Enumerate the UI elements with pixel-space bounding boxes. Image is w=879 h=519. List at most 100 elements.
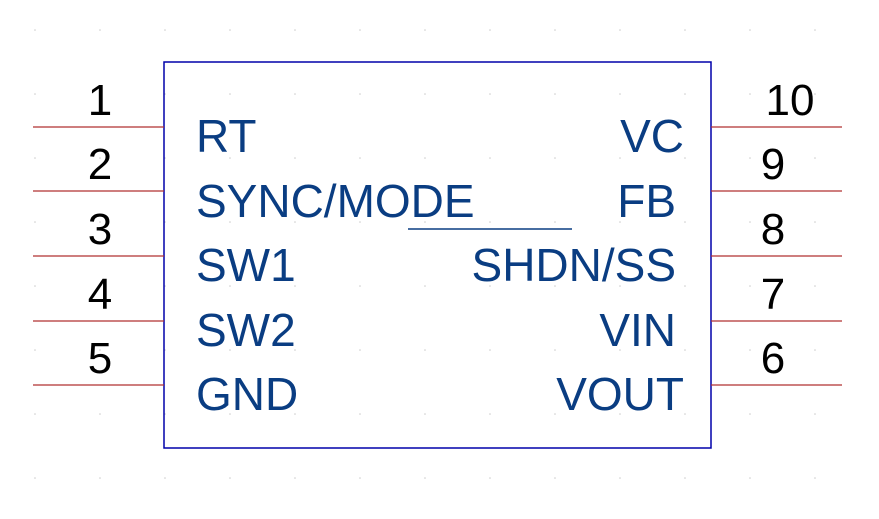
grid-dot xyxy=(359,477,361,479)
grid-dot xyxy=(814,413,816,415)
grid-dot xyxy=(749,157,751,159)
grid-dot xyxy=(99,285,101,287)
grid-dot xyxy=(749,29,751,31)
pin-3-number: 3 xyxy=(88,205,112,254)
grid-dot xyxy=(554,413,556,415)
grid-dot xyxy=(684,157,686,159)
grid-dot xyxy=(554,157,556,159)
grid-dot xyxy=(34,477,36,479)
grid-dot xyxy=(619,285,621,287)
pin-8: 8 SHDN/SS xyxy=(408,205,842,291)
pin-6-number: 6 xyxy=(761,334,785,383)
grid-dot xyxy=(619,349,621,351)
grid-dot xyxy=(554,29,556,31)
grid-dot xyxy=(424,93,426,95)
pin-1-name: RT xyxy=(196,110,257,162)
grid-dot xyxy=(359,285,361,287)
pin-1-number: 1 xyxy=(88,76,112,125)
grid-dot xyxy=(814,29,816,31)
grid-dot xyxy=(99,29,101,31)
pin-2-name: SYNC/MODE xyxy=(196,175,475,227)
grid-dot xyxy=(229,157,231,159)
pin-4-name: SW2 xyxy=(196,304,296,356)
grid-dot xyxy=(359,29,361,31)
grid-dot xyxy=(814,221,816,223)
pin-4: 4 SW2 xyxy=(33,270,296,356)
pin-9-number: 9 xyxy=(761,140,785,189)
pin-1: 1 RT xyxy=(33,76,257,162)
grid-dot xyxy=(749,477,751,479)
grid-dot xyxy=(684,413,686,415)
grid-dots xyxy=(34,29,816,479)
grid-dot xyxy=(424,349,426,351)
grid-dot xyxy=(294,221,296,223)
grid-dot xyxy=(229,349,231,351)
grid-dot xyxy=(814,93,816,95)
grid-dot xyxy=(554,477,556,479)
grid-dot xyxy=(164,477,166,479)
grid-dot xyxy=(34,221,36,223)
grid-dot xyxy=(294,413,296,415)
right-pins: 10 VC 9 FB 8 SHDN/SS 7 VIN 6 VOUT xyxy=(408,76,842,420)
grid-dot xyxy=(99,221,101,223)
grid-dot xyxy=(229,477,231,479)
grid-dot xyxy=(34,349,36,351)
grid-dot xyxy=(489,93,491,95)
grid-dot xyxy=(229,93,231,95)
grid-dot xyxy=(749,93,751,95)
grid-dot xyxy=(489,29,491,31)
grid-dot xyxy=(34,157,36,159)
grid-dot xyxy=(424,477,426,479)
grid-dot xyxy=(684,285,686,287)
grid-dot xyxy=(684,221,686,223)
grid-dot xyxy=(359,157,361,159)
grid-dot xyxy=(814,285,816,287)
ic-body xyxy=(163,61,712,449)
grid-dot xyxy=(424,29,426,31)
grid-dot xyxy=(164,29,166,31)
grid-dot xyxy=(34,285,36,287)
pin-10: 10 VC xyxy=(620,76,842,162)
grid-dot xyxy=(814,157,816,159)
grid-dot xyxy=(229,285,231,287)
grid-dot xyxy=(749,413,751,415)
grid-dot xyxy=(359,93,361,95)
pin-3: 3 SW1 xyxy=(33,205,296,291)
pin-8-name: SHDN/SS xyxy=(472,239,676,291)
grid-dot xyxy=(554,93,556,95)
pin-10-name: VC xyxy=(620,110,684,162)
grid-dot xyxy=(229,413,231,415)
grid-dot xyxy=(34,29,36,31)
grid-dot xyxy=(489,413,491,415)
grid-dot xyxy=(554,285,556,287)
grid-dot xyxy=(489,157,491,159)
left-pins: 1 RT 2 SYNC/MODE 3 SW1 4 SW2 5 GND xyxy=(33,76,475,420)
grid-dot xyxy=(294,157,296,159)
grid-dot xyxy=(749,221,751,223)
grid-dot xyxy=(619,29,621,31)
grid-dot xyxy=(99,157,101,159)
grid-dot xyxy=(99,93,101,95)
grid-dot xyxy=(489,221,491,223)
pin-8-number: 8 xyxy=(761,205,785,254)
pin-9-name: FB xyxy=(617,175,676,227)
grid-dot xyxy=(684,349,686,351)
grid-dot xyxy=(229,221,231,223)
pin-5: 5 GND xyxy=(33,334,298,420)
grid-dot xyxy=(294,285,296,287)
grid-dot xyxy=(619,413,621,415)
grid-dot xyxy=(684,29,686,31)
grid-dot xyxy=(619,157,621,159)
grid-dot xyxy=(359,349,361,351)
pin-7-number: 7 xyxy=(761,270,785,319)
grid-dot xyxy=(359,221,361,223)
grid-dot xyxy=(619,93,621,95)
pin-9: 9 FB xyxy=(617,140,842,227)
grid-dot xyxy=(294,349,296,351)
grid-dot xyxy=(359,413,361,415)
grid-dot xyxy=(619,477,621,479)
grid-dot xyxy=(489,477,491,479)
grid-dot xyxy=(489,285,491,287)
pin-7: 7 VIN xyxy=(599,270,842,356)
grid-dot xyxy=(554,349,556,351)
